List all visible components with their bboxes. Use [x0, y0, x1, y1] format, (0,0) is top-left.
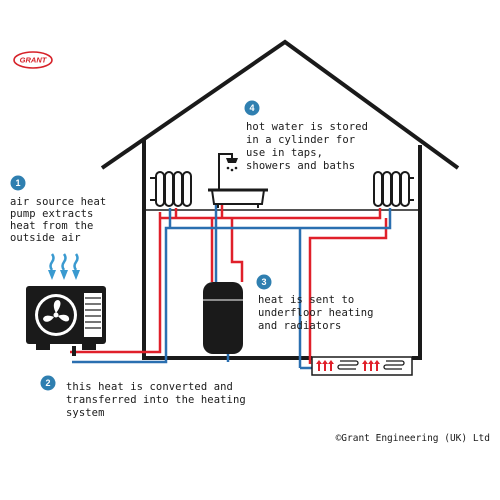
step-4-line-1: hot water is stored — [246, 121, 368, 133]
underfloor-heating-icon — [311, 356, 413, 376]
step-2: 2 this heat is converted and transferred… — [40, 375, 246, 419]
step-1-line-4: outside air — [10, 232, 81, 244]
bath-shower-icon — [208, 153, 268, 208]
step-1-number: 1 — [15, 178, 20, 188]
step-2-line-1: this heat is converted and — [66, 381, 233, 393]
step-2-badge — [40, 375, 56, 391]
radiator-icon — [150, 171, 192, 207]
step-4-badge — [244, 100, 260, 116]
step-1-badge — [10, 175, 26, 191]
logo-text: GRANT — [20, 56, 48, 65]
step-3-number: 3 — [261, 277, 266, 287]
step-3: 3 heat is sent to underfloor heating and… — [256, 274, 374, 332]
step-3-line-1: heat is sent to — [258, 294, 354, 306]
house-outline — [100, 39, 460, 360]
pipework — [70, 192, 392, 370]
step-3-line-2: underfloor heating — [258, 307, 374, 319]
step-4-line-2: in a cylinder for — [246, 134, 355, 146]
grant-logo: GRANT — [13, 51, 53, 69]
step-3-badge — [256, 274, 272, 290]
step-1-line-1: air source heat — [10, 196, 106, 208]
step-4-line-3: use in taps, — [246, 147, 323, 159]
step-2-number: 2 — [45, 378, 50, 388]
radiator-icon — [373, 171, 414, 207]
step-1-line-3: heat from the — [10, 220, 93, 232]
step-2-line-2: transferred into the heating — [66, 394, 246, 406]
step-4: 4 hot water is stored in a cylinder for … — [244, 100, 368, 172]
copyright-text: ©Grant Engineering (UK) Ltd — [336, 433, 490, 444]
step-3-line-3: and radiators — [258, 320, 341, 332]
airflow-arrows-icon — [48, 253, 80, 280]
step-2-line-3: system — [66, 407, 105, 419]
step-1: 1 air source heat pump extracts heat fro… — [10, 175, 106, 244]
fan-icon — [43, 300, 70, 322]
air-source-heat-pump-icon — [26, 286, 106, 356]
step-1-line-2: pump extracts — [10, 208, 93, 220]
step-4-number: 4 — [249, 103, 254, 113]
step-4-line-4: showers and baths — [246, 160, 355, 172]
hot-water-cylinder-icon — [203, 282, 243, 354]
